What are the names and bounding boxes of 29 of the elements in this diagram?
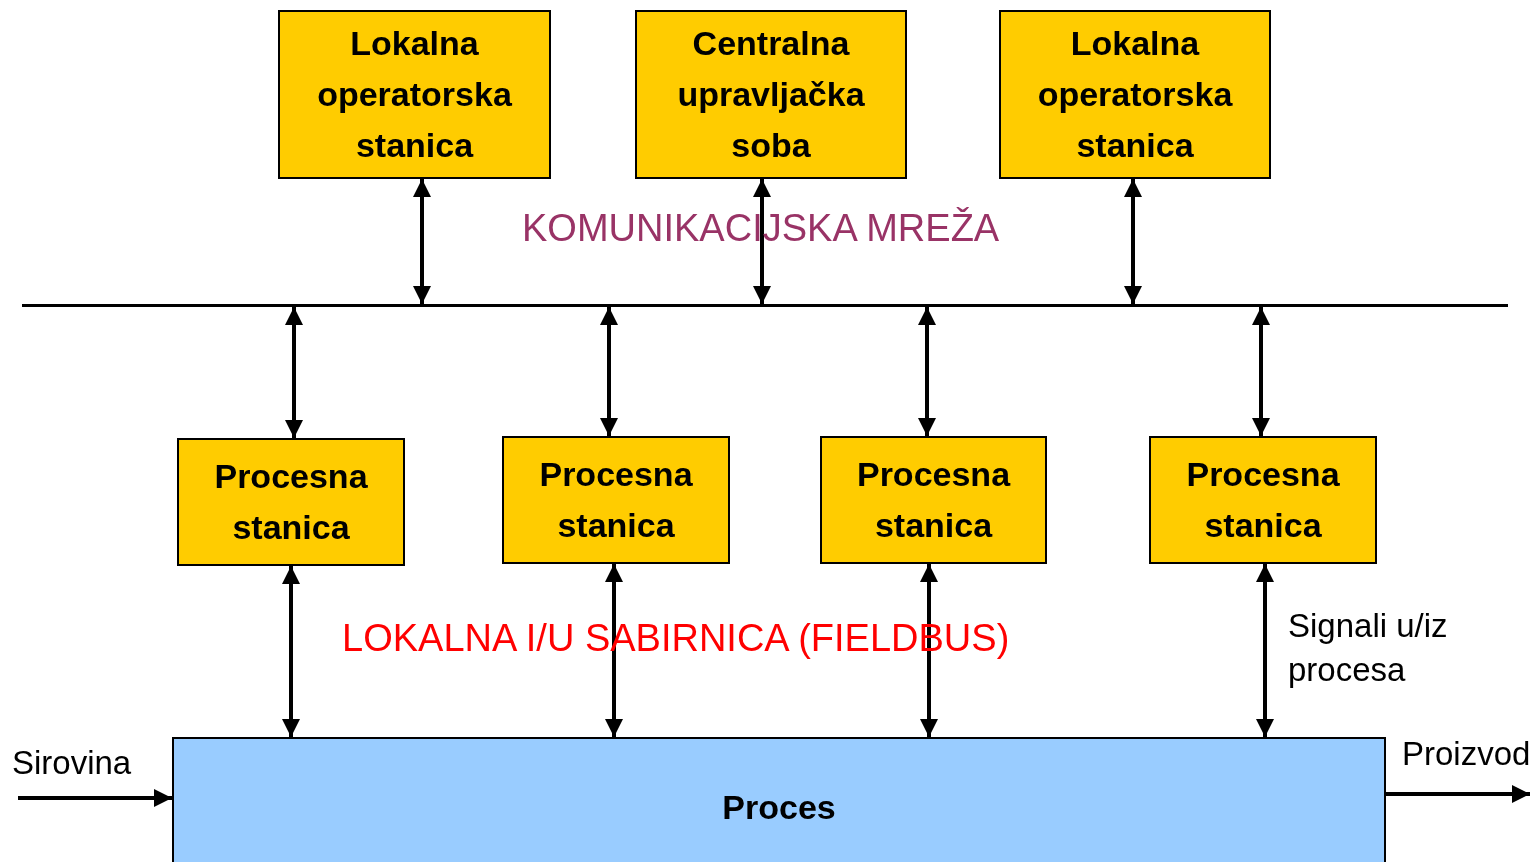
arrow (920, 564, 938, 737)
station-label: Centralna upravljačka soba (676, 23, 866, 166)
arrow (282, 566, 300, 737)
arrow (1252, 307, 1270, 436)
station-box (177, 438, 405, 566)
station-label: Procesna stanica (855, 454, 1012, 546)
arrow (1386, 785, 1530, 803)
arrow (413, 179, 431, 304)
station-box (635, 10, 907, 179)
station-box (999, 10, 1271, 179)
arrow (1256, 564, 1274, 737)
station-label: Lokalna operatorska stanica (316, 23, 513, 166)
arrow (918, 307, 936, 436)
arrow (285, 307, 303, 438)
arrow (1124, 179, 1142, 304)
station-box (1149, 436, 1377, 564)
arrow (605, 564, 623, 737)
station-box (278, 10, 551, 179)
station-label: Procesna stanica (538, 454, 694, 546)
arrow (18, 789, 172, 807)
arrow (600, 307, 618, 436)
station-label: Procesna stanica (1185, 454, 1341, 546)
station-label: Procesna stanica (213, 456, 369, 548)
process-label: Proces (722, 786, 836, 828)
bus-line (22, 304, 1508, 307)
station-box (820, 436, 1047, 564)
station-box (502, 436, 730, 564)
station-label: Lokalna operatorska stanica (1036, 23, 1234, 166)
process-box (172, 737, 1386, 862)
